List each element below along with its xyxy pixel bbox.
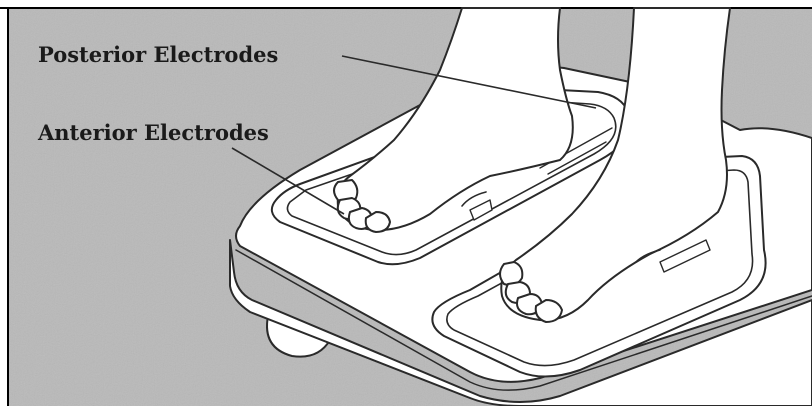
anterior-electrodes-label: Anterior Electrodes	[37, 120, 269, 145]
posterior-electrodes-label: Posterior Electrodes	[38, 42, 278, 67]
